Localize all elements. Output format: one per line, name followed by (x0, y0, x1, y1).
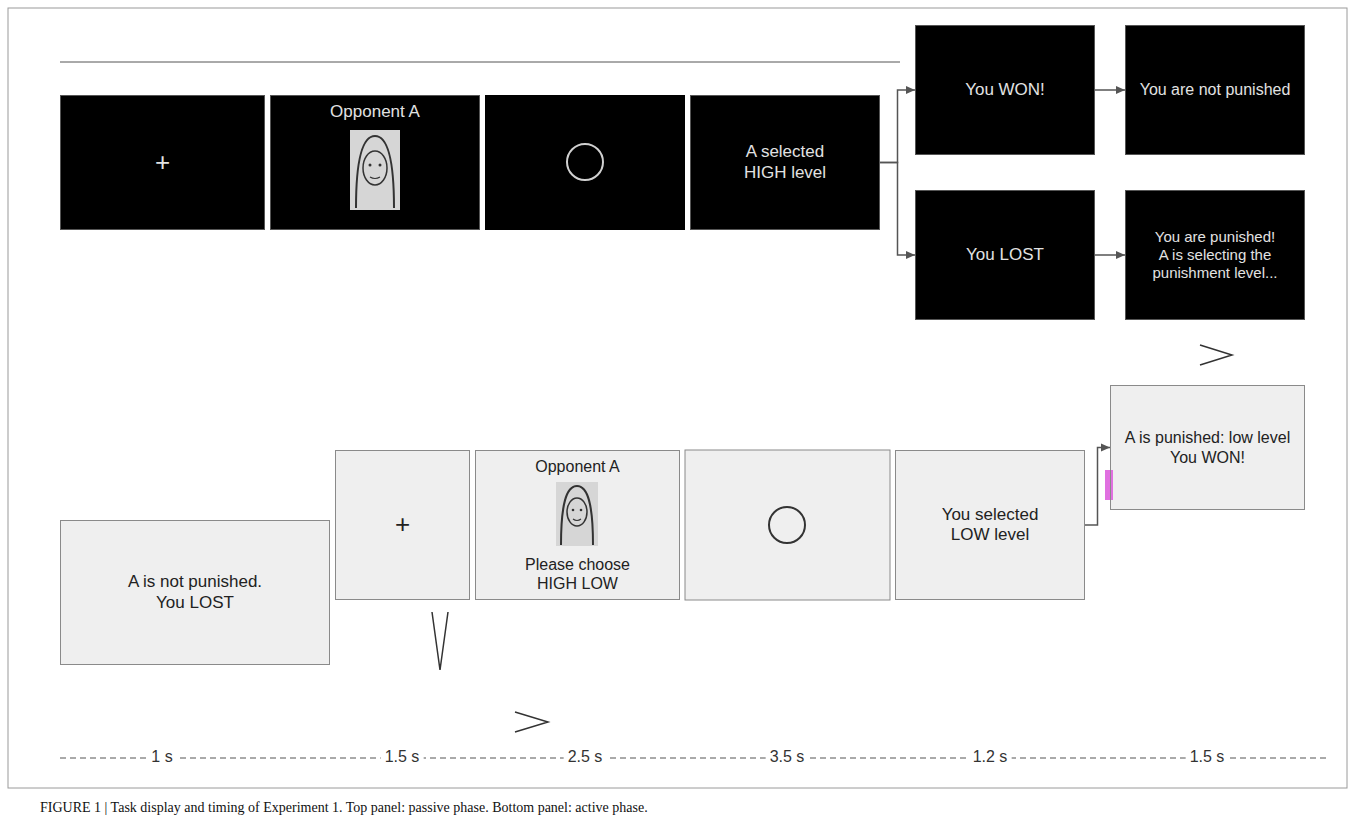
screen-text: Opponent A (330, 102, 420, 122)
connector (880, 90, 915, 163)
screen-box: + (60, 95, 265, 230)
timeline (60, 758, 1330, 759)
screen-text: You WON! (965, 80, 1045, 100)
screen (915, 190, 1095, 320)
screen-box: You selectedLOW level (895, 450, 1085, 600)
connector (1085, 448, 1110, 526)
screen-text: You LOST (156, 593, 234, 613)
timing-label: 1.5 s (1186, 748, 1229, 766)
screen-text: You are not punished (1140, 80, 1291, 99)
face-photo (350, 130, 400, 210)
connector (1095, 254, 1125, 256)
screen (1125, 190, 1305, 320)
connector (1095, 89, 1125, 91)
timing-label: 2.5 s (564, 748, 607, 766)
screen-text: A is selecting the punishment level... (1134, 246, 1296, 282)
screen-box: A selectedHIGH level (690, 95, 880, 230)
screen-box: You WON! (915, 25, 1095, 155)
screen (485, 95, 685, 230)
face-photo (556, 482, 598, 546)
screen-text: You are punished! (1155, 228, 1275, 246)
screen (335, 450, 470, 600)
screen-text: HIGH level (744, 163, 826, 183)
figure-frame (8, 8, 1347, 788)
screen (270, 95, 480, 230)
screen-text: LOW level (951, 525, 1029, 545)
screen (685, 450, 890, 600)
time-chevron (515, 712, 548, 732)
screen-text: A is not punished. (128, 572, 262, 592)
screen-box: Opponent A Please chooseHIGH LOW (475, 450, 680, 600)
screen-text: You selected (942, 505, 1039, 525)
timing-label: 1.5 s (381, 748, 424, 766)
screen-box: You are punished!A is selecting the puni… (1125, 190, 1305, 320)
screen-text: You WON! (1170, 448, 1245, 467)
time-chevron (432, 612, 448, 670)
screen-box: You are not punished (1125, 25, 1305, 155)
screen (915, 25, 1095, 155)
color-mark (1105, 470, 1113, 500)
timing-label: 1 s (147, 748, 176, 766)
screen-text: A is punished: low level (1125, 428, 1290, 447)
screen (475, 450, 680, 600)
screen-box: A is punished: low levelYou WON! (1110, 385, 1305, 510)
screen (1110, 385, 1305, 510)
circle-symbol (769, 507, 805, 543)
circle-symbol (567, 144, 603, 180)
screen (690, 95, 880, 230)
screen-text: A selected (746, 142, 824, 162)
screen-box: You LOST (915, 190, 1095, 320)
figure-caption: FIGURE 1 | Task display and timing of Ex… (40, 800, 1320, 816)
screen-text: + (395, 509, 410, 540)
screen-text: You LOST (966, 245, 1044, 265)
screen-box: + (335, 450, 470, 600)
rule (60, 62, 900, 63)
screen-box: A is not punished.You LOST (60, 520, 330, 665)
screen (1125, 25, 1305, 155)
screen-text: + (155, 147, 170, 178)
screen-text: Please choose (525, 555, 630, 574)
time-chevron (1200, 345, 1232, 365)
screen (895, 450, 1085, 600)
screen-text: Opponent A (535, 457, 620, 476)
screen (60, 520, 330, 665)
screen-text: HIGH LOW (537, 574, 618, 593)
timing-label: 1.2 s (969, 748, 1012, 766)
screen (60, 95, 265, 230)
connector (880, 163, 915, 256)
timing-label: 3.5 s (766, 748, 809, 766)
screen-box: Opponent A (270, 95, 480, 230)
